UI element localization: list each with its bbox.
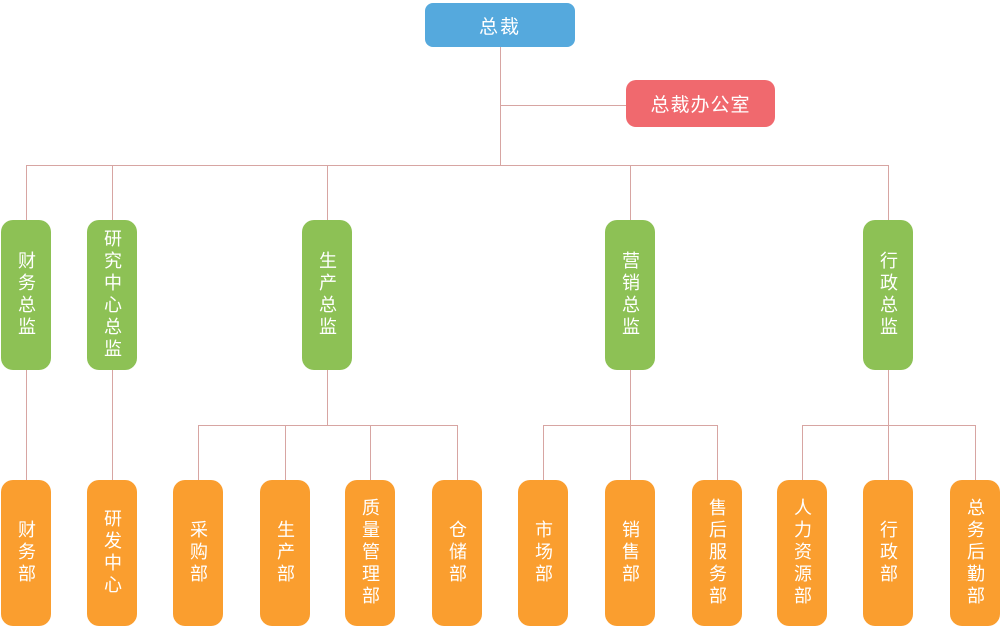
- connector-line: [198, 425, 457, 426]
- org-node-quality-mgmt-dept: 质量管理部: [345, 480, 395, 626]
- connector-line: [327, 165, 328, 220]
- connector-line: [717, 425, 718, 480]
- org-node-label: 行政总监: [878, 251, 898, 339]
- org-node-research-center-director: 研究中心总监: [87, 220, 137, 370]
- org-node-label: 质量管理部: [360, 498, 380, 608]
- org-node-label: 人力资源部: [792, 498, 812, 608]
- connector-line: [500, 105, 626, 106]
- org-node-label: 销售部: [620, 520, 640, 586]
- connector-line: [888, 425, 889, 480]
- connector-line: [198, 425, 199, 480]
- org-node-label: 市场部: [533, 520, 553, 586]
- connector-line: [975, 425, 976, 480]
- org-node-label: 生产部: [275, 520, 295, 586]
- connector-line: [802, 425, 803, 480]
- connector-line: [327, 370, 328, 425]
- org-node-label: 仓储部: [447, 520, 467, 586]
- org-node-production-dept: 生产部: [260, 480, 310, 626]
- org-node-label: 营销总监: [620, 251, 640, 339]
- org-node-label: 生产总监: [317, 251, 337, 339]
- connector-line: [112, 370, 113, 480]
- org-node-admin-director: 行政总监: [863, 220, 913, 370]
- connector-line: [285, 425, 286, 480]
- org-node-aftersales-service-dept: 售后服务部: [692, 480, 742, 626]
- org-node-warehouse-dept: 仓储部: [432, 480, 482, 626]
- org-node-hr-dept: 人力资源部: [777, 480, 827, 626]
- org-node-general-logistics-dept: 总务后勤部: [950, 480, 1000, 626]
- connector-line: [370, 425, 371, 480]
- org-node-production-director: 生产总监: [302, 220, 352, 370]
- connector-line: [888, 165, 889, 220]
- org-node-label: 售后服务部: [707, 498, 727, 608]
- org-node-label: 财务总监: [16, 251, 36, 339]
- connector-line: [26, 370, 27, 480]
- org-node-president-office: 总裁办公室: [626, 80, 775, 127]
- connector-line: [112, 165, 113, 220]
- org-node-purchasing-dept: 采购部: [173, 480, 223, 626]
- org-node-label: 研发中心: [102, 509, 122, 597]
- org-node-president: 总裁: [425, 3, 575, 47]
- connector-line: [630, 165, 631, 220]
- org-node-sales-dept: 销售部: [605, 480, 655, 626]
- org-node-finance-director: 财务总监: [1, 220, 51, 370]
- connector-line: [888, 370, 889, 425]
- connector-line: [630, 370, 631, 425]
- connector-line: [26, 165, 888, 166]
- org-node-label: 行政部: [878, 520, 898, 586]
- org-node-label: 研究中心总监: [102, 229, 122, 361]
- org-node-label: 总裁: [478, 16, 521, 38]
- org-node-admin-dept: 行政部: [863, 480, 913, 626]
- org-node-market-dept: 市场部: [518, 480, 568, 626]
- org-node-rd-center: 研发中心: [87, 480, 137, 626]
- org-node-label: 财务部: [16, 520, 36, 586]
- connector-line: [630, 425, 631, 480]
- connector-line: [500, 47, 501, 165]
- connector-line: [26, 165, 27, 220]
- org-node-label: 采购部: [188, 520, 208, 586]
- org-node-marketing-director: 营销总监: [605, 220, 655, 370]
- org-node-label: 总务后勤部: [965, 498, 985, 608]
- connector-line: [543, 425, 544, 480]
- org-node-finance-dept: 财务部: [1, 480, 51, 626]
- org-node-label: 总裁办公室: [650, 95, 751, 116]
- connector-line: [457, 425, 458, 480]
